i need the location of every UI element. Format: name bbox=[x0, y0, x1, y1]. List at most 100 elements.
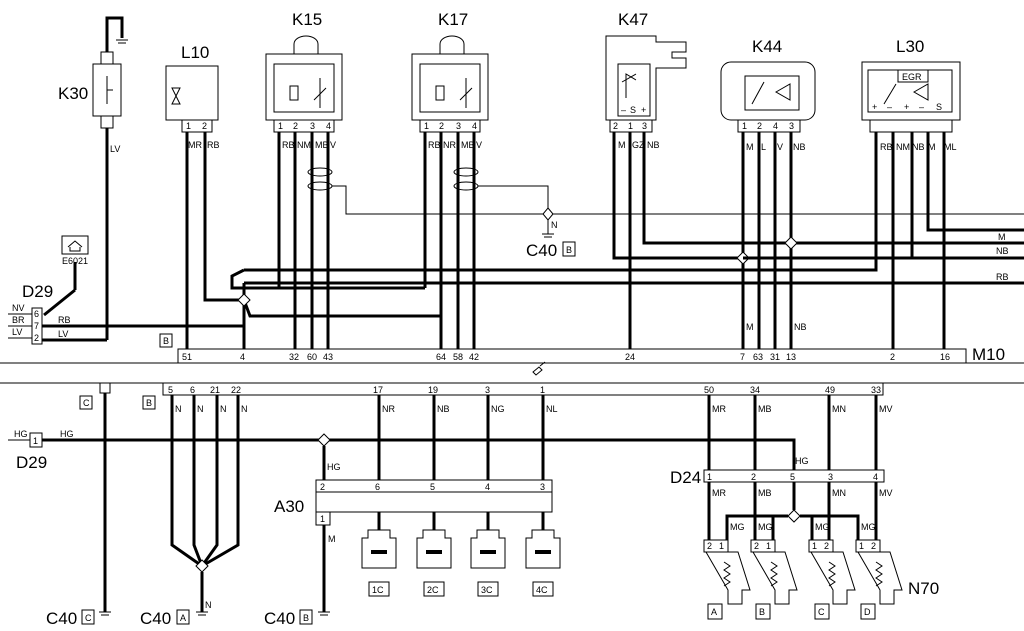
svg-text:S: S bbox=[630, 105, 636, 115]
d29-pin-2: 2 bbox=[34, 333, 39, 343]
m10-pin-42: 42 bbox=[469, 352, 479, 362]
k30-component: K30 LV bbox=[58, 16, 128, 340]
injectors-n70: 2 1 A 2 1 B 1 2 C 1 2 bbox=[703, 539, 939, 620]
a30-label: A30 bbox=[274, 497, 304, 516]
d24-in-mb: MB bbox=[758, 404, 772, 414]
m10-pin-7: 7 bbox=[740, 352, 745, 362]
injector-a-label: A bbox=[711, 607, 717, 617]
inj-d-pin-1: 1 bbox=[859, 541, 864, 551]
coil-1c: 1C bbox=[361, 512, 397, 597]
svg-text:–: – bbox=[621, 105, 626, 115]
m10-pin-16: 16 bbox=[940, 352, 950, 362]
k15-wire-v: V bbox=[330, 140, 336, 150]
injector-b-label: B bbox=[759, 607, 765, 617]
m10-top-pins: 51 4 32 60 43 64 58 42 24 7 63 31 13 2 1… bbox=[182, 352, 950, 362]
d29-pin-7: 7 bbox=[34, 321, 39, 331]
m10-bottom-pins: C B 5 6 21 22 17 19 3 1 50 34 49 33 bbox=[79, 385, 881, 410]
n-wire-2: N bbox=[197, 404, 204, 414]
d24-out-mr: MR bbox=[712, 488, 726, 498]
k17-wire-rb: RB bbox=[428, 140, 441, 150]
e6021-fuse-box: E6021 bbox=[43, 235, 89, 317]
k30-label: K30 bbox=[58, 84, 88, 103]
ground-a-wire: N bbox=[205, 600, 212, 610]
coil-2c-label: 2C bbox=[427, 585, 439, 595]
k15-component: K15 1 2 3 4 RB NM MB V bbox=[265, 10, 343, 349]
injector-b: 2 1 B bbox=[750, 539, 798, 620]
a30-wire-m: M bbox=[328, 534, 336, 544]
injector-c-label: C bbox=[818, 607, 825, 617]
inj-d-mg: MG bbox=[861, 522, 876, 532]
c40-b2-tag: A bbox=[180, 613, 186, 623]
l10-wire-mr: MR bbox=[188, 140, 202, 150]
k15-label: K15 bbox=[292, 10, 322, 29]
k47-wire-gz: GZ bbox=[632, 140, 645, 150]
k44-pin-4: 4 bbox=[773, 121, 778, 131]
m10-top-tag: B bbox=[163, 336, 169, 346]
m10-bot-pin-50: 50 bbox=[704, 385, 714, 395]
m10-bot-pin-21: 21 bbox=[210, 385, 220, 395]
c40-b1-label: C40 bbox=[46, 609, 77, 628]
k47-pin-3: 3 bbox=[642, 121, 647, 131]
k47-wire-nb: NB bbox=[647, 140, 660, 150]
m10-pin-43: 43 bbox=[323, 352, 333, 362]
c40-b1-tag: C bbox=[85, 613, 92, 623]
m10-label: M10 bbox=[972, 345, 1005, 364]
k15-pin-1: 1 bbox=[278, 121, 283, 131]
injector-d-label: D bbox=[864, 607, 871, 617]
inj-c-pin-1: 1 bbox=[812, 541, 817, 551]
m10-pin-63: 63 bbox=[753, 352, 763, 362]
inj-b-pin-1: 1 bbox=[766, 541, 771, 551]
coil-3c-label: 3C bbox=[481, 585, 493, 595]
a30-wire-nr: NR bbox=[382, 404, 395, 414]
l30-wire-m: M bbox=[928, 142, 936, 152]
d29-top-label: D29 bbox=[22, 282, 53, 301]
m10-bot-pin-1: 1 bbox=[540, 385, 545, 395]
k17-pin-2: 2 bbox=[439, 121, 444, 131]
a30-pin-5: 5 bbox=[430, 482, 435, 492]
a30-pin-2: 2 bbox=[320, 482, 325, 492]
k15-pin-4: 4 bbox=[326, 121, 331, 131]
k30-wire-color: LV bbox=[110, 144, 120, 154]
k44-label: K44 bbox=[752, 37, 782, 56]
m10-bot-pin-6: 6 bbox=[190, 385, 195, 395]
d24-pin-1: 1 bbox=[707, 472, 712, 482]
k17-label: K17 bbox=[438, 10, 468, 29]
m10-bot-pin-33: 33 bbox=[871, 385, 881, 395]
c40-b2-label: C40 bbox=[140, 609, 171, 628]
k17-pin-4: 4 bbox=[472, 121, 477, 131]
m10-bot-tag-b: B bbox=[146, 398, 152, 408]
a30-hg: HG bbox=[327, 462, 341, 472]
k47-wire-m: M bbox=[618, 140, 626, 150]
inj-a-mg: MG bbox=[730, 522, 745, 532]
c40-top-tag: B bbox=[566, 245, 572, 255]
a30-pin-4: 4 bbox=[485, 482, 490, 492]
d24-pin-4: 4 bbox=[873, 472, 878, 482]
m10-pin-60: 60 bbox=[307, 352, 317, 362]
m10-bot-pin-34: 34 bbox=[750, 385, 760, 395]
n-wire-4: N bbox=[241, 404, 248, 414]
d24-out-mb: MB bbox=[758, 488, 772, 498]
m10-pin-2: 2 bbox=[890, 352, 895, 362]
m10-bot-pin-22: 22 bbox=[231, 385, 241, 395]
k17-wire-v: V bbox=[476, 140, 482, 150]
d24-in-mn: MN bbox=[832, 404, 846, 414]
m10-pin-51: 51 bbox=[182, 352, 192, 362]
k47-pin-2: 2 bbox=[613, 121, 618, 131]
m10-bot-pin-3: 3 bbox=[485, 385, 490, 395]
m10-pin-24: 24 bbox=[625, 352, 635, 362]
k44-pin-3: 3 bbox=[789, 121, 794, 131]
d29-out-rb: RB bbox=[58, 315, 71, 325]
d24-out-mn: MN bbox=[832, 488, 846, 498]
m10-pin-64: 64 bbox=[436, 352, 446, 362]
k17-wire-mb: MB bbox=[461, 140, 475, 150]
ignition-coils: 1C 2C 3C 4C bbox=[361, 512, 561, 597]
k15-wire-rb: RB bbox=[282, 140, 295, 150]
right-wire-m: M bbox=[998, 232, 1006, 242]
a30-wire-ng: NG bbox=[491, 404, 505, 414]
ground-a: N N N N N C40 A bbox=[140, 395, 248, 628]
l30-component: L30 EGR + – + – S RB NM NB M ML M NB RB bbox=[244, 37, 1024, 349]
m10-bot-pin-17: 17 bbox=[373, 385, 383, 395]
l10-pin-1: 1 bbox=[186, 121, 191, 131]
n70-label: N70 bbox=[908, 579, 939, 598]
